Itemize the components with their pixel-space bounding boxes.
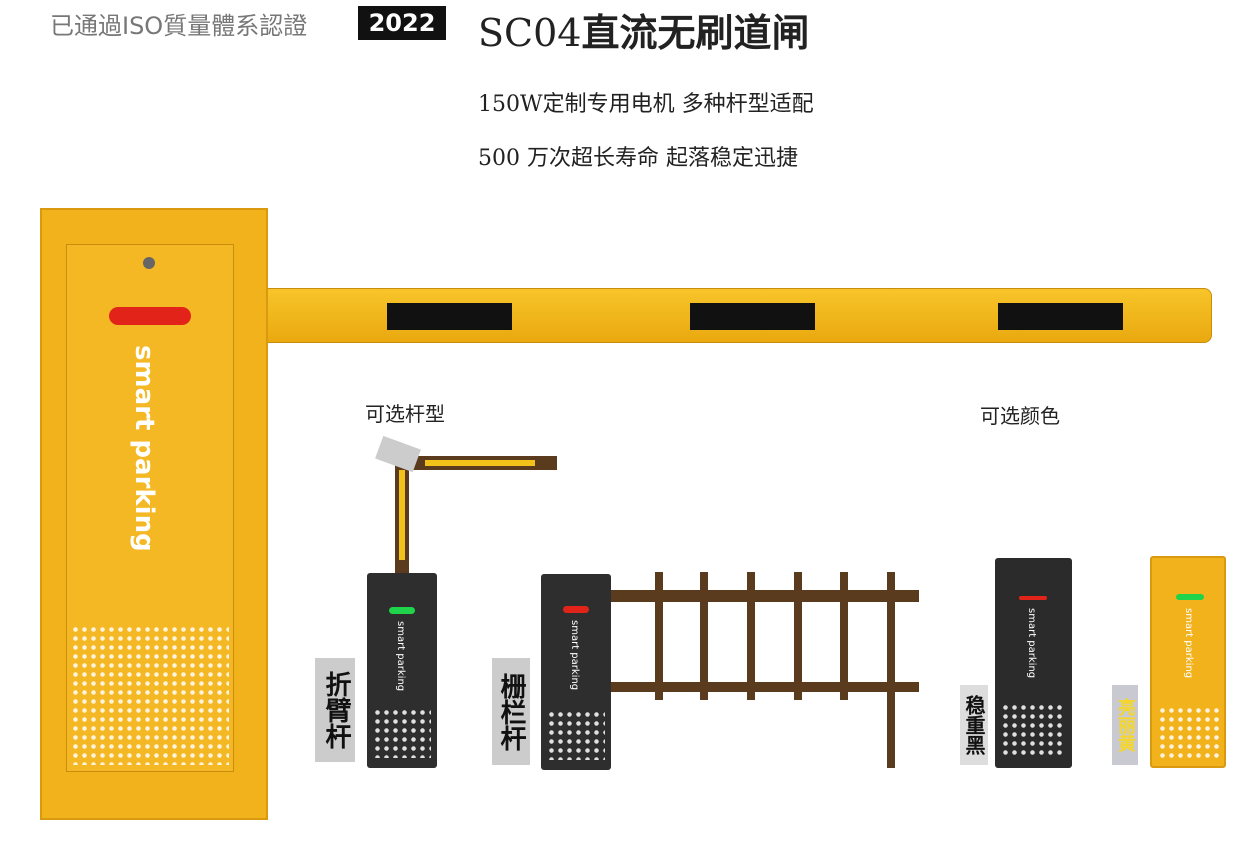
cabinet-door: smart parking (66, 244, 234, 772)
fence-post (840, 572, 848, 700)
folding-arm-vertical (395, 460, 409, 575)
color-option-black: smart parking (995, 558, 1072, 768)
page-title: SC04直流无刷道闸 (478, 2, 809, 57)
dot-pattern (1001, 703, 1065, 758)
indicator-light (563, 606, 589, 613)
main-gate-cabinet: smart parking (40, 208, 268, 820)
fence-arm-cabinet: smart parking (541, 574, 611, 770)
dot-pattern (373, 708, 431, 758)
fence-post (794, 572, 802, 700)
dot-pattern (71, 625, 229, 765)
fence-post (887, 572, 895, 768)
boom-stripe (998, 303, 1123, 330)
indicator-light (1176, 594, 1204, 600)
brand-text: smart parking (569, 620, 580, 691)
lock-icon (143, 257, 155, 269)
fence-post (700, 572, 708, 700)
fence-rail-bottom (611, 682, 919, 692)
color-label-yellow: 亮丽黄 (1112, 685, 1138, 765)
model-code: SC04 (478, 11, 582, 55)
indicator-light (389, 607, 415, 614)
boom-stripe (690, 303, 815, 330)
brand-text: smart parking (1183, 608, 1194, 679)
brand-text: smart parking (395, 621, 406, 692)
boom-arm (265, 288, 1212, 343)
indicator-light (109, 307, 191, 325)
folding-arm-cabinet: smart parking (367, 573, 437, 768)
color-option-yellow: smart parking (1150, 556, 1226, 768)
folding-joint (375, 435, 421, 473)
fence-post (655, 572, 663, 700)
color-label-black: 稳重黑 (960, 685, 988, 765)
fence-post (747, 572, 755, 700)
year-badge: 2022 (358, 6, 446, 40)
feature-line-2: 500 万次超长寿命 起落稳定迅捷 (478, 146, 798, 171)
dot-pattern (547, 710, 605, 760)
arm-label-folding: 折臂杆 (315, 658, 355, 762)
product-name: 直流无刷道闸 (581, 10, 810, 55)
feature-line-1: 150W定制专用电机 多种杆型适配 (478, 92, 814, 117)
boom-stripe (387, 303, 512, 330)
colors-title: 可选颜色 (980, 404, 1060, 428)
dot-pattern (1158, 706, 1220, 758)
brand-text: smart parking (1026, 608, 1037, 679)
arm-label-fence: 栅栏杆 (492, 658, 530, 765)
arm-types-title: 可选杆型 (365, 402, 445, 426)
folding-arm-horizontal (405, 456, 557, 470)
indicator-light (1019, 596, 1047, 600)
brand-text: smart parking (129, 345, 159, 552)
certification-text: 已通過ISO質量體系認證 (50, 12, 308, 40)
